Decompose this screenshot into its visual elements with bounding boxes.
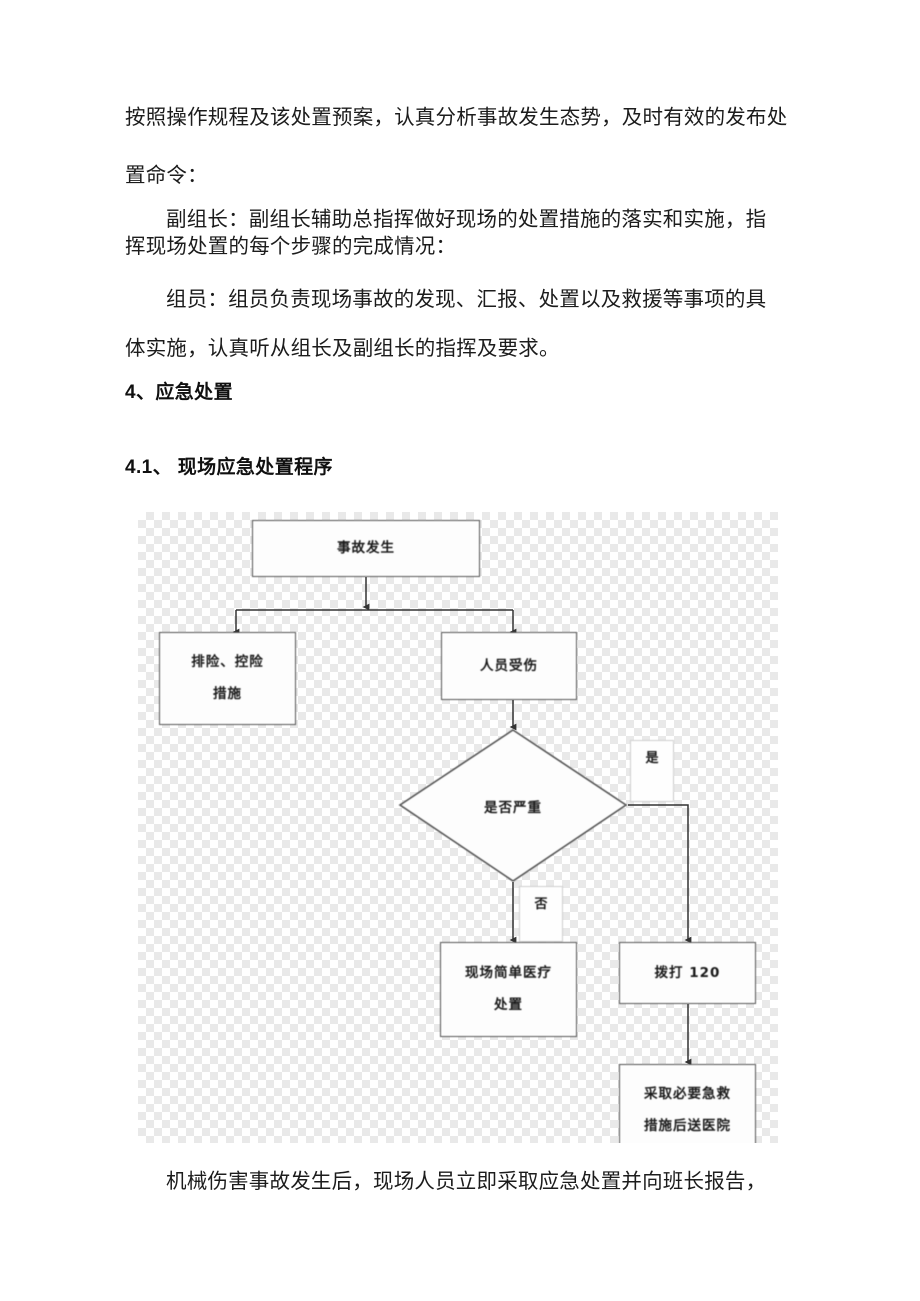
flow-node-serious-label: 是否严重	[484, 800, 542, 816]
flowchart-figure: 事故发生 排险、控险 措施 人员受伤 是否严重 是 否 现场简单医疗 处置	[138, 512, 778, 1143]
flow-node-hospital-line-2: 措施后送医院	[644, 1117, 731, 1134]
flow-node-first-aid-line-2: 处置	[494, 997, 523, 1013]
flow-node-control-line-2: 措施	[213, 686, 242, 702]
flowchart-connectors	[232, 577, 692, 1066]
flow-edge-label-yes: 是	[630, 740, 674, 802]
diamond-shape	[398, 729, 628, 882]
paragraph-3: 副组长：副组长辅助总指挥做好现场的处置措施的落实和实施，指	[166, 209, 767, 231]
flow-node-accident-line-1: 事故发生	[337, 540, 395, 557]
paragraph-5: 组员：组员负责现场事故的发现、汇报、处置以及救援等事项的具	[166, 289, 767, 311]
flow-node-first-aid-line-1: 现场简单医疗	[465, 965, 552, 982]
section-heading-4-1: 4.1、 现场应急处置程序	[125, 457, 333, 478]
paragraph-4: 挥现场处置的每个步骤的完成情况：	[125, 235, 457, 258]
flow-node-control-line-1: 排险、控险	[191, 654, 264, 671]
flow-node-hospital-line-1: 采取必要急救	[644, 1085, 731, 1102]
paragraph-7: 机械伤害事故发生后，现场人员立即采取应急处置并向班长报告，	[166, 1171, 767, 1193]
flow-node-hospital[interactable]: 采取必要急救 措施后送医院	[619, 1064, 756, 1143]
flow-node-control[interactable]: 排险、控险 措施	[159, 632, 296, 725]
flow-node-serious[interactable]: 是否严重	[398, 728, 628, 883]
paragraph-1: 按照操作规程及该处置预案，认真分析事故发生态势，及时有效的发布处	[125, 107, 788, 129]
flow-node-injury-line-1: 人员受伤	[480, 657, 538, 674]
flow-node-accident[interactable]: 事故发生	[252, 520, 480, 577]
section-heading-4: 4、应急处置	[125, 382, 233, 403]
paragraph-block-bottom: 机械伤害事故发生后，现场人员立即采取应急处置并向班长报告，	[125, 1172, 795, 1193]
flow-node-first-aid[interactable]: 现场简单医疗 处置	[440, 942, 577, 1037]
flow-node-call-120-line-1: 拨打 120	[654, 964, 721, 981]
flow-edge-label-no: 否	[519, 886, 563, 942]
flow-node-call-120[interactable]: 拨打 120	[619, 942, 756, 1004]
paragraph-2: 置命令：	[125, 164, 208, 187]
flow-node-injury[interactable]: 人员受伤	[441, 632, 577, 700]
paragraph-6: 体实施，认真听从组长及副组长的指挥及要求。	[125, 337, 560, 360]
paragraph-block-top: 按照操作规程及该处置预案，认真分析事故发生态势，及时有效的发布处 置命令： 副组…	[125, 108, 795, 359]
